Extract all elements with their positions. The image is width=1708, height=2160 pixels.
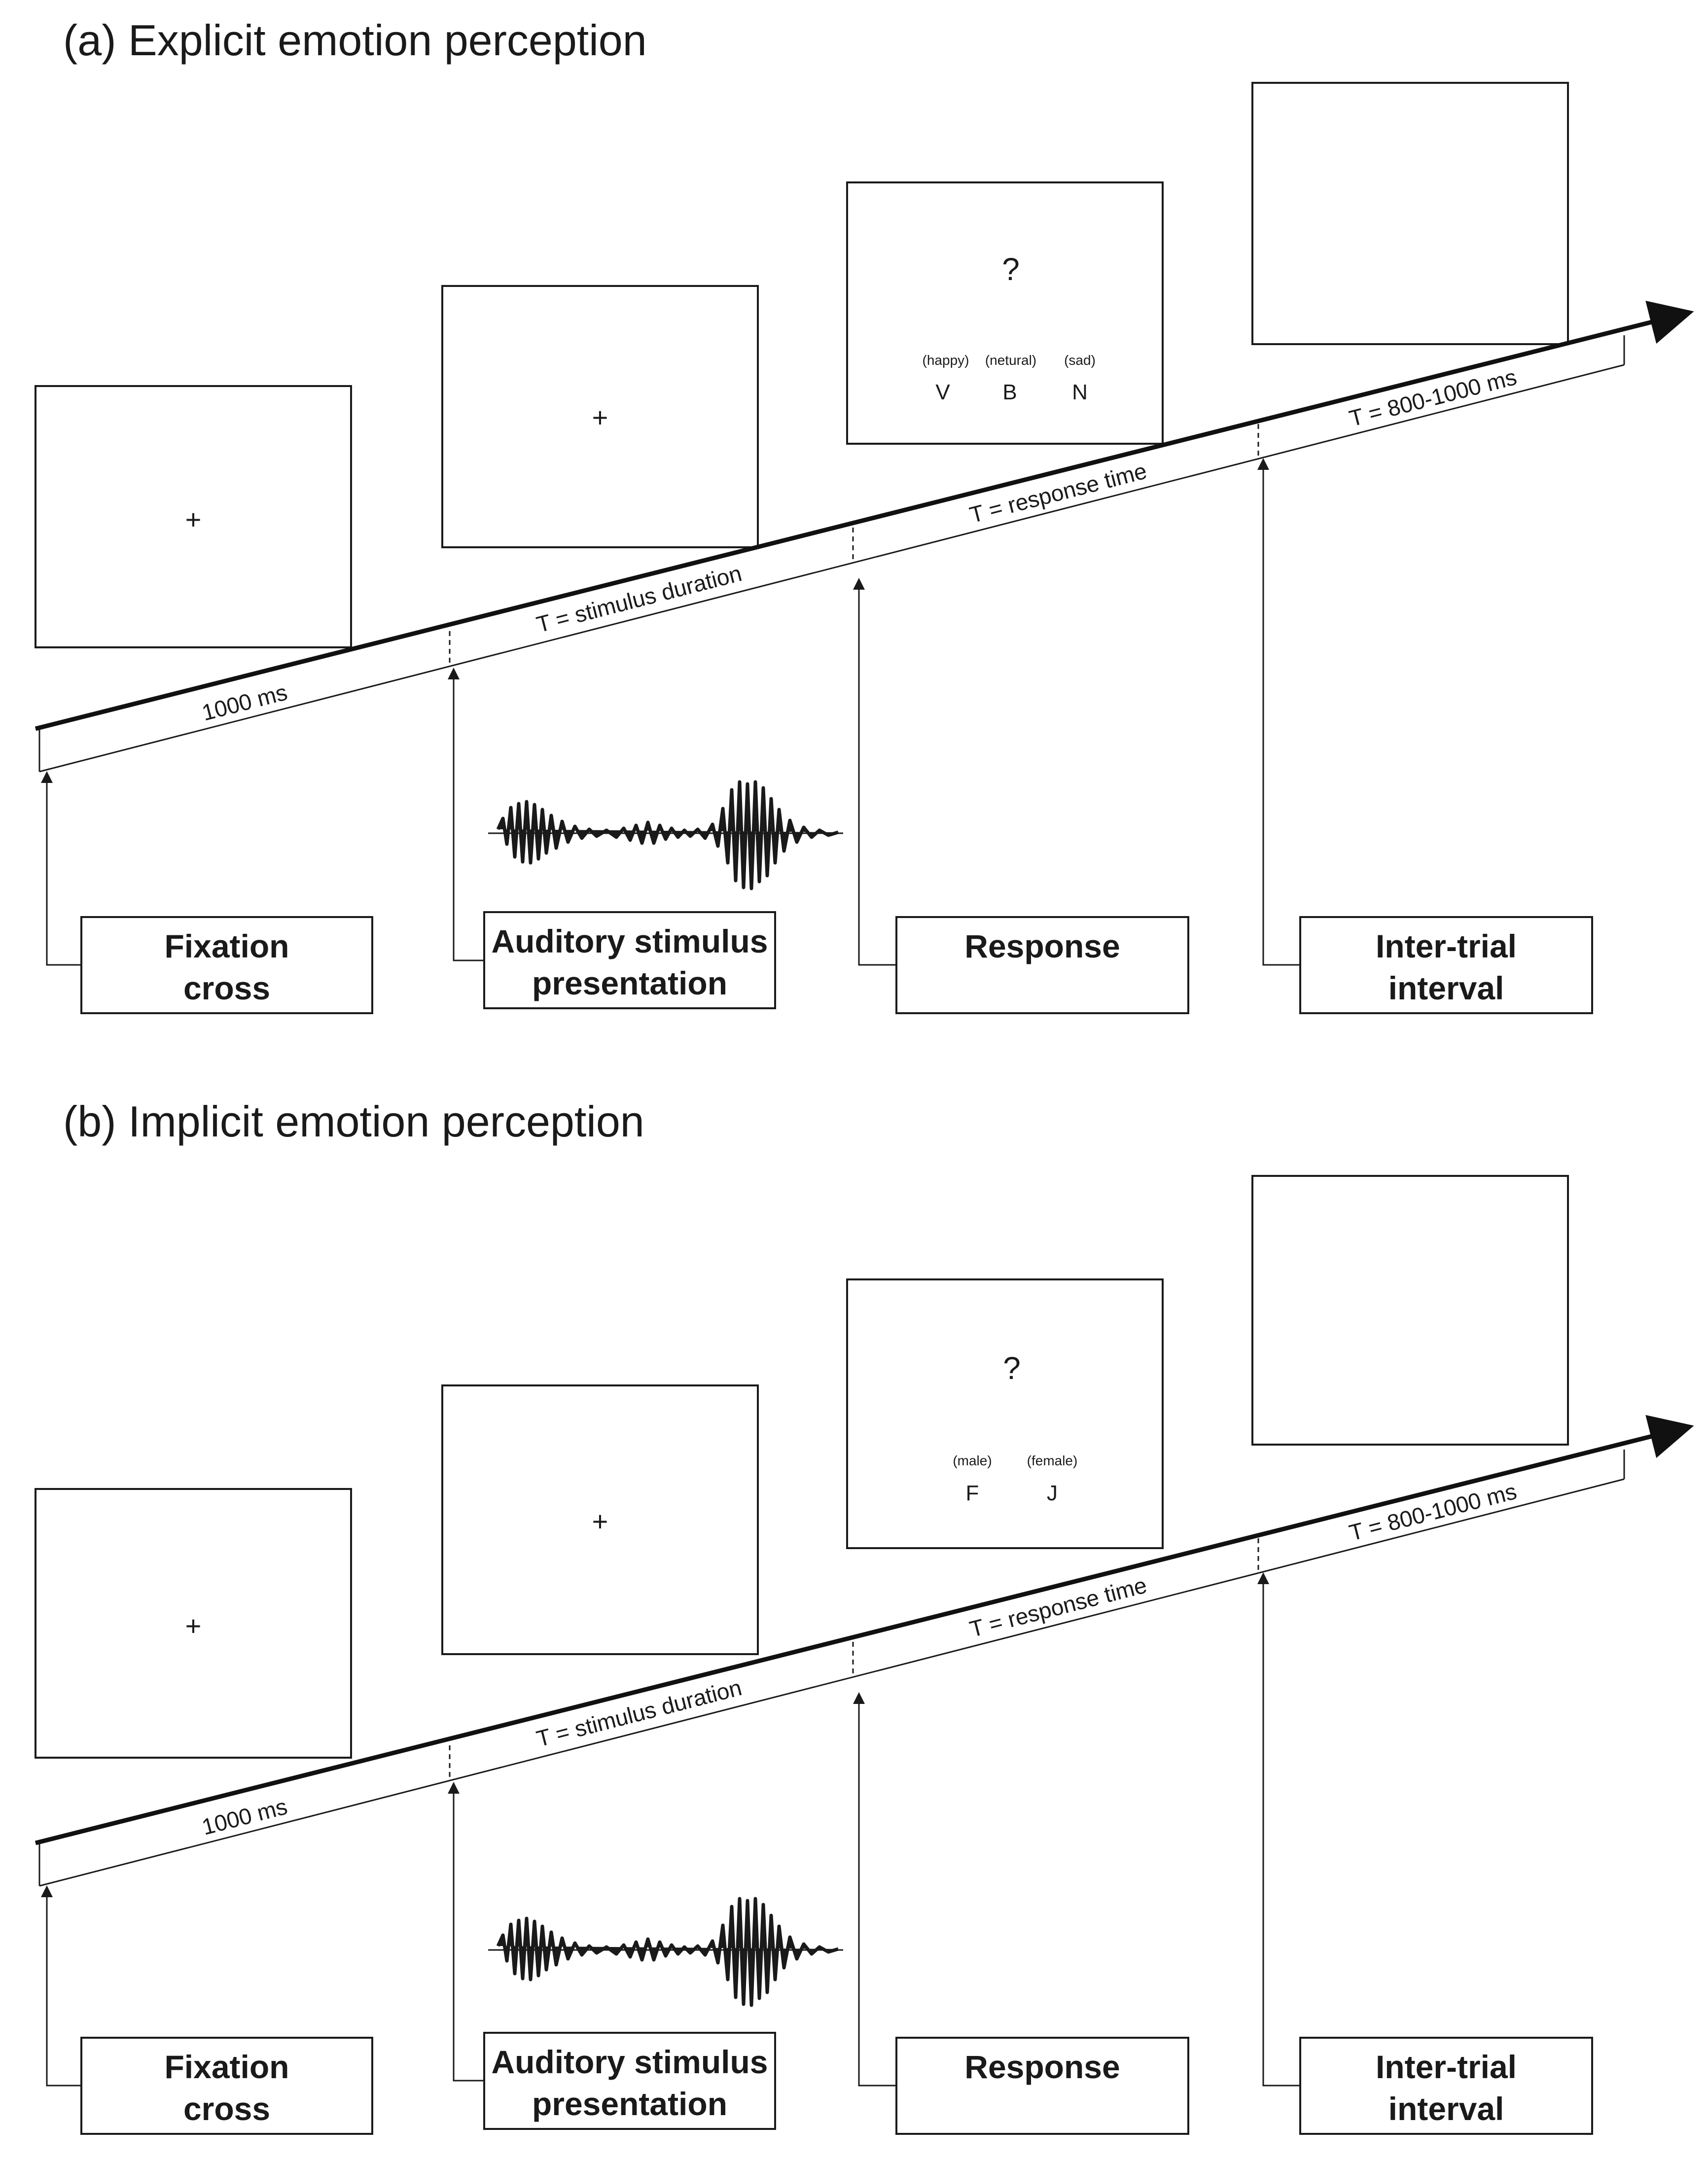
iti-screen	[1251, 82, 1569, 345]
pointer-line	[1257, 458, 1300, 966]
fixation-label: Fixation	[164, 928, 289, 964]
audio-waveform-icon	[488, 1899, 843, 2005]
timeline-lower-edge	[39, 364, 1625, 773]
response-screen	[846, 181, 1164, 445]
fixation-cross-symbol: +	[185, 504, 202, 535]
response-time-label: T = response time	[967, 1572, 1149, 1642]
stimulus-cross-symbol: +	[592, 1506, 608, 1537]
response-label-box	[895, 2037, 1189, 2135]
stimulus-label: presentation	[532, 965, 727, 1001]
response-key: J	[1047, 1481, 1058, 1505]
iti-duration-label: T = 800-1000 ms	[1347, 1478, 1519, 1546]
response-key: F	[966, 1481, 979, 1505]
response-hint: (sad)	[1064, 353, 1096, 368]
stimulus-label: presentation	[532, 2086, 727, 2122]
pointer-line	[41, 1885, 81, 2087]
stimulus-label-box	[483, 2032, 776, 2130]
stimulus-label: Auditory stimulus	[491, 923, 768, 959]
pointer-line	[448, 1782, 484, 2082]
fixation-cross-symbol: +	[185, 1610, 202, 1641]
pointer-line	[853, 578, 896, 966]
panel-title: (a) Explicit emotion perception	[63, 16, 647, 65]
fixation-screen	[35, 385, 352, 648]
stimulus-label: Auditory stimulus	[491, 2044, 768, 2080]
fixation-label: cross	[183, 2090, 270, 2127]
fixation-label: cross	[183, 970, 270, 1006]
fixation-screen	[35, 1488, 352, 1759]
response-question-mark: ?	[1002, 251, 1020, 287]
response-key: B	[1002, 380, 1017, 404]
stimulus-label-box	[483, 911, 776, 1009]
iti-screen	[1251, 1175, 1569, 1446]
stimulus-screen	[441, 285, 759, 548]
iti-duration-label: T = 800-1000 ms	[1347, 364, 1519, 431]
time-axis-arrow	[35, 1415, 1694, 1845]
response-hint: (female)	[1027, 1453, 1078, 1468]
iti-label-box	[1299, 916, 1593, 1014]
pointer-line	[1257, 1572, 1300, 2087]
stimulus-cross-symbol: +	[592, 402, 608, 433]
response-hint: (netural)	[985, 353, 1036, 368]
fixation-label: Fixation	[164, 2049, 289, 2085]
iti-label: Inter-trial	[1376, 2049, 1517, 2085]
response-hint: (happy)	[923, 353, 969, 368]
iti-label: interval	[1388, 2090, 1504, 2127]
iti-label-box	[1299, 2037, 1593, 2135]
panel-explicit: (a) Explicit emotion perception + + ? (h…	[35, 16, 1694, 1014]
stimulus-screen	[441, 1384, 759, 1655]
response-label: Response	[964, 928, 1120, 964]
response-question-mark: ?	[1003, 1350, 1021, 1386]
audio-waveform-icon	[488, 782, 843, 888]
pointer-line	[41, 771, 81, 966]
response-key: N	[1072, 380, 1088, 404]
pointer-line	[853, 1692, 896, 2087]
fixation-label-box	[80, 916, 373, 1014]
response-label: Response	[964, 2049, 1120, 2085]
pointer-line	[448, 668, 484, 961]
response-time-label: T = response time	[967, 458, 1149, 528]
time-axis-arrow	[35, 300, 1694, 731]
response-label-box	[895, 916, 1189, 1014]
timeline-lower-edge	[39, 1478, 1625, 1887]
response-key: V	[935, 380, 950, 404]
panel-implicit: (b) Implicit emotion perception + + ? (m…	[35, 1097, 1694, 2135]
response-hint: (male)	[953, 1453, 992, 1468]
iti-label: interval	[1388, 970, 1504, 1006]
fixation-label-box	[80, 2037, 373, 2135]
panel-title: (b) Implicit emotion perception	[63, 1097, 644, 1146]
response-screen	[846, 1278, 1164, 1549]
iti-label: Inter-trial	[1376, 928, 1517, 964]
